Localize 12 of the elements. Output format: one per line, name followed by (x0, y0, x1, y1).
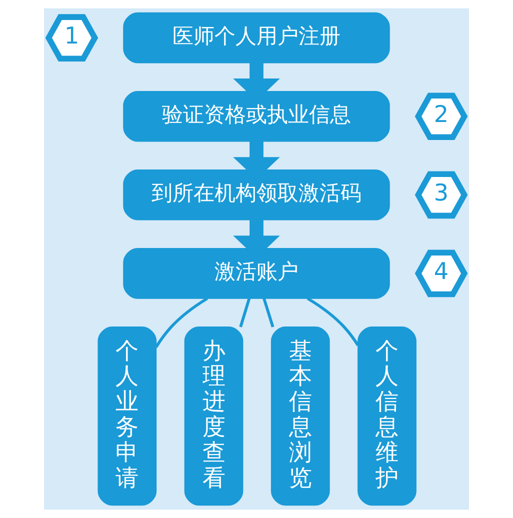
node-box: 激活账户 (123, 248, 390, 299)
connector (154, 297, 208, 348)
connector (306, 297, 360, 346)
node-box: 医师个人用户注册 (123, 12, 390, 64)
node-box: 办理进度查看 (184, 326, 244, 506)
node-box: 到所在机构领取激活码 (123, 170, 390, 220)
connector (239, 298, 251, 328)
node-box: 基本信息浏览 (270, 326, 330, 506)
node-box: 个人信息维护 (358, 326, 416, 506)
node-box: 验证资格或执业信息 (123, 90, 390, 142)
connector (262, 298, 274, 328)
node-box: 个人业务申请 (98, 326, 157, 506)
